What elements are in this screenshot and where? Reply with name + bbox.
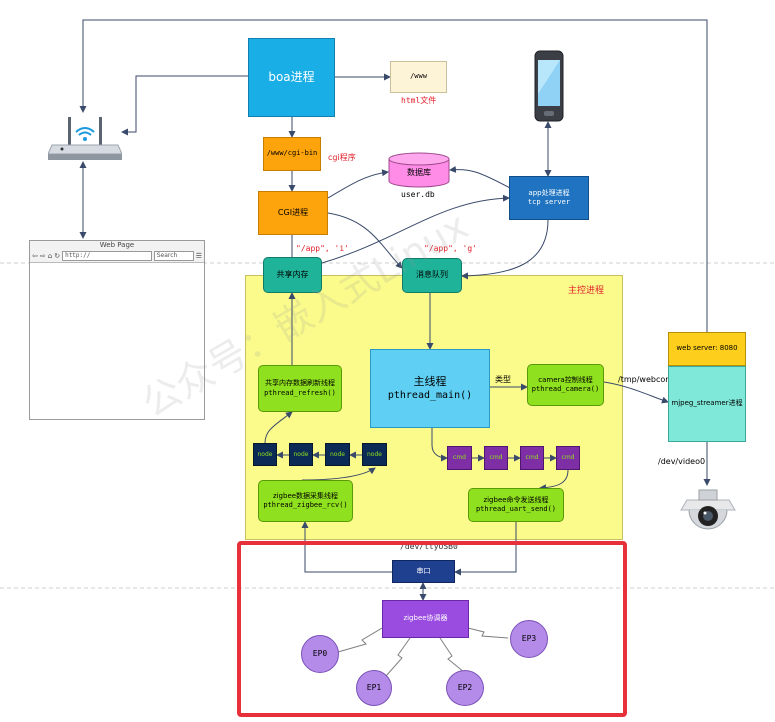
refresh-icon[interactable]: ↻ — [54, 252, 61, 260]
url-field[interactable]: http:// — [62, 251, 152, 261]
app-process: app处理进程 tcp server — [509, 176, 589, 220]
ep0-label: EP0 — [312, 648, 328, 658]
cmd-1: cmd — [447, 446, 472, 470]
mjpeg-streamer-process: mjpeg_streamer进程 — [668, 366, 746, 442]
database: 数据库 — [388, 152, 450, 188]
cmd-2: cmd — [484, 446, 508, 470]
cgi-process: CGI进程 — [258, 191, 328, 235]
cgi-bin-label: /www/cgi-bin — [266, 149, 318, 158]
cmd-4-label: cmd — [561, 454, 575, 462]
zigbee-recv-label: zigbee数据采集线程 — [272, 491, 339, 500]
app-process-label: app处理进程 — [528, 188, 570, 197]
database-label: 数据库 — [407, 168, 431, 177]
ep2-node: EP2 — [446, 670, 484, 706]
mq-key-label: "/app", 'g' — [424, 244, 477, 253]
serial-label: 串口 — [416, 566, 431, 575]
node-2-label: node — [293, 450, 309, 458]
zigbee-coordinator: zigbee协调器 — [382, 600, 469, 638]
node-4-label: node — [367, 450, 382, 458]
back-icon[interactable]: ⇦ — [32, 252, 38, 260]
video0-label: /dev/video0 — [658, 457, 706, 466]
cmd-2-label: cmd — [489, 454, 503, 462]
phone-icon — [534, 50, 564, 122]
ep1-node: EP1 — [356, 670, 392, 706]
tcp-server-label: tcp server — [527, 198, 571, 206]
cmd-3-label: cmd — [525, 454, 539, 462]
ep3-label: EP3 — [521, 633, 537, 643]
main-thread-label: 主线程 — [413, 374, 447, 388]
webcom-label: /tmp/webcom — [618, 375, 674, 384]
www-dir-label: /www — [410, 72, 427, 81]
boa-process-label: boa进程 — [268, 69, 315, 84]
camera-thread-func: pthread_camera() — [531, 385, 600, 393]
node-3: node — [325, 443, 350, 466]
node-2: node — [289, 443, 313, 466]
shared-memory: 共享内存 — [263, 257, 322, 293]
zigbee-send-label: zigbee命令发送线程 — [483, 495, 549, 504]
www-dir: /www — [390, 61, 447, 93]
ep0-node: EP0 — [301, 635, 339, 673]
html-files-label: html文件 — [401, 96, 437, 105]
web-page-window: Web Page ⇦ ⇨ ⌂ ↻ http:// Search ☰ — [29, 240, 205, 420]
menu-icon[interactable]: ☰ — [195, 252, 202, 260]
shm-refresh-func: pthread_refresh() — [264, 388, 336, 397]
search-field[interactable]: Search — [153, 251, 194, 261]
cmd-1-label: cmd — [453, 454, 466, 462]
cmd-3: cmd — [520, 446, 544, 470]
node-1: node — [253, 443, 277, 466]
user-db-label: user.db — [401, 190, 435, 199]
zigbee-recv-thread: zigbee数据采集线程 pthread_zigbee_rcv() — [258, 480, 353, 522]
boa-process: boa进程 — [248, 38, 335, 117]
shm-refresh-label: 共享内存数据刷新线程 — [265, 379, 335, 388]
main-control-label: 主控进程 — [568, 286, 605, 296]
type-label: 类型 — [495, 375, 511, 384]
camera-icon — [677, 480, 739, 536]
cgi-bin-dir: /www/cgi-bin — [263, 137, 321, 171]
web-server-label: web server: 8080 — [676, 344, 738, 353]
mjpeg-label: mjpeg_streamer进程 — [671, 399, 743, 408]
main-thread-func: pthread_main() — [387, 390, 473, 402]
web-server-box: web server: 8080 — [668, 332, 746, 366]
zigbee-network-highlight — [237, 541, 627, 717]
main-thread: 主线程 pthread_main() — [370, 349, 490, 428]
zigbee-send-func: pthread_uart_send() — [475, 505, 557, 513]
message-queue: 消息队列 — [402, 258, 462, 293]
shared-memory-label: 共享内存 — [276, 269, 309, 279]
serial-port: 串口 — [392, 560, 455, 583]
shm-refresh-thread: 共享内存数据刷新线程 pthread_refresh() — [258, 365, 342, 412]
zigbee-send-thread: zigbee命令发送线程 pthread_uart_send() — [468, 488, 564, 522]
tty-label: /dev/ttyUSB0 — [400, 542, 458, 551]
camera-thread-label: camera控制线程 — [538, 375, 593, 384]
ep1-label: EP1 — [366, 682, 382, 692]
message-queue-label: 消息队列 — [416, 270, 448, 280]
node-4: node — [362, 443, 387, 466]
shm-key-label: "/app", 'i' — [296, 244, 349, 253]
forward-icon[interactable]: ⇨ — [39, 252, 46, 260]
cmd-4: cmd — [556, 446, 580, 470]
home-icon[interactable]: ⌂ — [47, 252, 53, 260]
ep2-label: EP2 — [457, 682, 473, 692]
camera-thread: camera控制线程 pthread_camera() — [527, 364, 604, 406]
router-icon — [47, 112, 123, 162]
web-page-title: Web Page — [30, 241, 204, 250]
cgi-program-label: cgi程序 — [328, 153, 356, 162]
zigbee-recv-func: pthread_zigbee_rcv() — [263, 501, 348, 509]
ep3-node: EP3 — [510, 620, 548, 658]
cgi-process-label: CGI进程 — [277, 207, 309, 217]
node-1-label: node — [257, 450, 273, 458]
node-3-label: node — [330, 450, 345, 458]
coordinator-label: zigbee协调器 — [403, 614, 448, 623]
